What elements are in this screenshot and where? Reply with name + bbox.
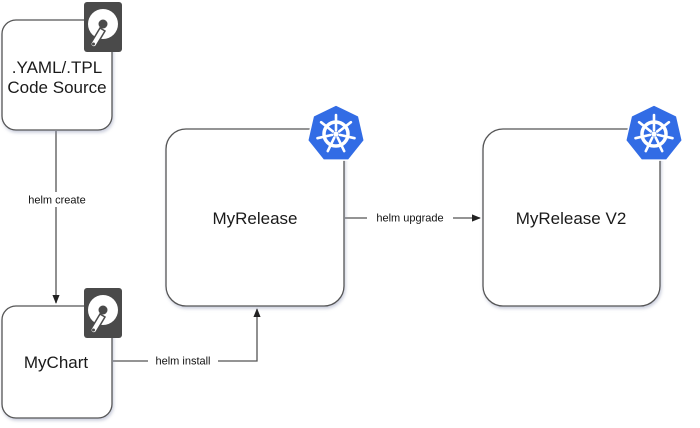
- edge-helm-create: helm create: [19, 131, 95, 304]
- edge-helm-install: helm install: [113, 308, 261, 368]
- node-myrelease-v2-box[interactable]: [482, 128, 661, 307]
- node-mychart[interactable]: MyChart: [1, 287, 123, 419]
- edge-helm-upgrade: helm upgrade: [345, 210, 481, 225]
- edge-create-label-bg: [19, 192, 95, 207]
- edge-upgrade-label: helm upgrade: [376, 213, 443, 225]
- kubernetes-icon: [623, 103, 685, 162]
- node-code-source-line1: .YAML/.TPL: [12, 58, 102, 77]
- hard-disk-icon: [83, 287, 123, 339]
- node-code-source-line2: Code Source: [7, 78, 106, 97]
- node-myrelease-v2-label: MyRelease V2: [516, 209, 627, 228]
- edge-upgrade-label-bg: [367, 210, 453, 225]
- edge-install-label: helm install: [155, 356, 210, 368]
- node-myrelease-box[interactable]: [165, 128, 345, 307]
- edge-install-label-bg: [148, 353, 218, 368]
- node-code-source[interactable]: .YAML/.TPL Code Source: [1, 1, 123, 131]
- node-myrelease[interactable]: MyRelease: [165, 103, 367, 307]
- node-mychart-label: MyChart: [24, 353, 89, 372]
- node-myrelease-label: MyRelease: [212, 209, 297, 228]
- node-myrelease-v2[interactable]: MyRelease V2: [482, 103, 685, 307]
- edge-create-label: helm create: [28, 195, 85, 207]
- hard-disk-icon: [83, 1, 123, 53]
- kubernetes-icon: [305, 103, 367, 162]
